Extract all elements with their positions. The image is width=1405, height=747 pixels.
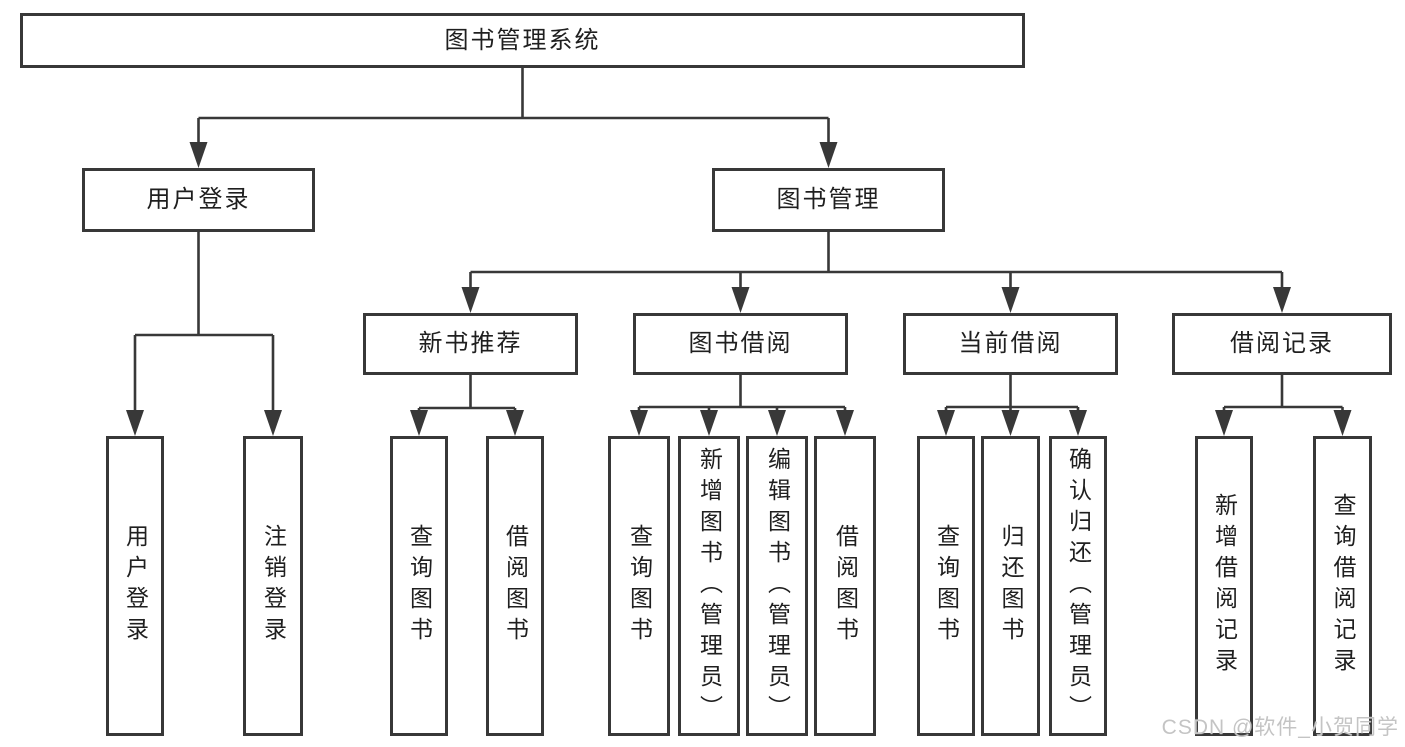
leaf-confirm-return-admin: 确认归还（管理员） [1049, 436, 1107, 736]
leaf-add-book-admin: 新增图书（管理员） [678, 436, 740, 736]
arrowheads [126, 142, 1352, 436]
leaf-edit-book-admin: 编辑图书（管理员） [746, 436, 808, 736]
leaf-add-borrow-record: 新增借阅记录 [1195, 436, 1253, 736]
node-book-borrow: 图书借阅 [633, 313, 848, 375]
leaf-borrow-books-recommend: 借阅图书 [486, 436, 544, 736]
node-borrow-records: 借阅记录 [1172, 313, 1392, 375]
leaf-query-books-borrow: 查询图书 [608, 436, 670, 736]
node-new-book-recommend: 新书推荐 [363, 313, 578, 375]
leaf-return-book: 归还图书 [981, 436, 1040, 736]
leaf-query-books-recommend: 查询图书 [390, 436, 448, 736]
node-user-login: 用户登录 [82, 168, 315, 232]
csdn-watermark: CSDN @软件_小贺同学 [1161, 716, 1399, 739]
node-root: 图书管理系统 [20, 13, 1025, 68]
leaf-borrow-books: 借阅图书 [814, 436, 876, 736]
leaf-query-books-current: 查询图书 [917, 436, 975, 736]
node-current-borrow: 当前借阅 [903, 313, 1118, 375]
connector-paths [133, 68, 1344, 412]
leaf-query-borrow-record: 查询借阅记录 [1313, 436, 1372, 736]
leaf-logout: 注销登录 [243, 436, 303, 736]
leaf-user-login: 用户登录 [106, 436, 164, 736]
node-book-management: 图书管理 [712, 168, 945, 232]
